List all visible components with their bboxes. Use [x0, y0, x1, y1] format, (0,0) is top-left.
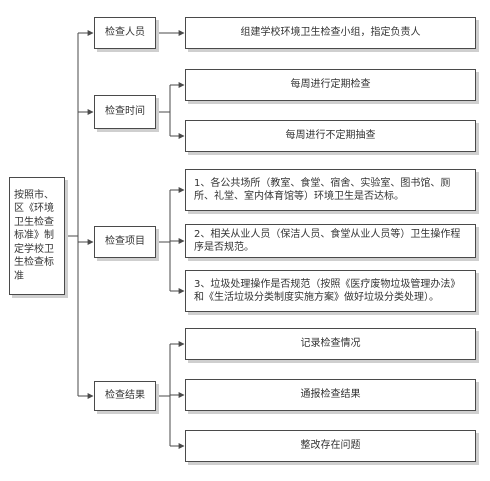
item-label: 记录检查情况	[300, 338, 361, 350]
item-label: 每周进行不定期抽查	[285, 130, 376, 142]
item-label: 1、各公共场所（教室、食堂、宿舍、实验室、图书馆、厕所、礼堂、室内体育馆等）环境…	[194, 177, 451, 203]
item-label: 通报检查结果	[300, 389, 361, 401]
item-box-personnel-1: 组建学校环境卫生检查小组，指定负责人	[185, 17, 476, 49]
item-box-time-2: 每周进行不定期抽查	[185, 120, 476, 152]
item-box-items-2: 2、相关从业人员（保洁人员、食堂从业人员等）卫生操作程序是否规范。	[185, 224, 476, 258]
item-box-results-2: 通报检查结果	[185, 379, 476, 411]
category-label: 检查结果	[105, 390, 145, 402]
category-label: 检查时间	[105, 106, 145, 118]
item-box-items-1: 1、各公共场所（教室、食堂、宿舍、实验室、图书馆、厕所、礼堂、室内体育馆等）环境…	[185, 169, 476, 211]
item-label: 整改存在问题	[300, 440, 361, 452]
category-box-time: 检查时间	[94, 95, 156, 129]
category-box-personnel: 检查人员	[94, 17, 156, 49]
category-label: 检查项目	[105, 236, 145, 248]
category-label: 检查人员	[105, 27, 145, 39]
item-label: 2、相关从业人员（保洁人员、食堂从业人员等）卫生操作程序是否规范。	[194, 228, 461, 254]
item-label: 3、垃圾处理操作是否规范（按照《医疗废物垃圾管理办法》和《生活垃圾分类制度实施方…	[194, 278, 461, 304]
item-box-time-1: 每周进行定期检查	[185, 69, 476, 101]
category-box-results: 检查结果	[94, 381, 156, 411]
item-box-results-1: 记录检查情况	[185, 328, 476, 360]
category-box-items: 检查项目	[94, 226, 156, 258]
item-box-results-3: 整改存在问题	[185, 430, 476, 462]
item-box-items-3: 3、垃圾处理操作是否规范（按照《医疗废物垃圾管理办法》和《生活垃圾分类制度实施方…	[185, 270, 476, 312]
item-label: 每周进行定期检查	[290, 79, 371, 91]
root-label: 按照市、区《环境卫生检查标准》制定学校卫生检查标准	[14, 189, 54, 282]
root-standard-box: 按照市、区《环境卫生检查标准》制定学校卫生检查标准	[9, 177, 65, 295]
item-label: 组建学校环境卫生检查小组，指定负责人	[240, 27, 421, 39]
